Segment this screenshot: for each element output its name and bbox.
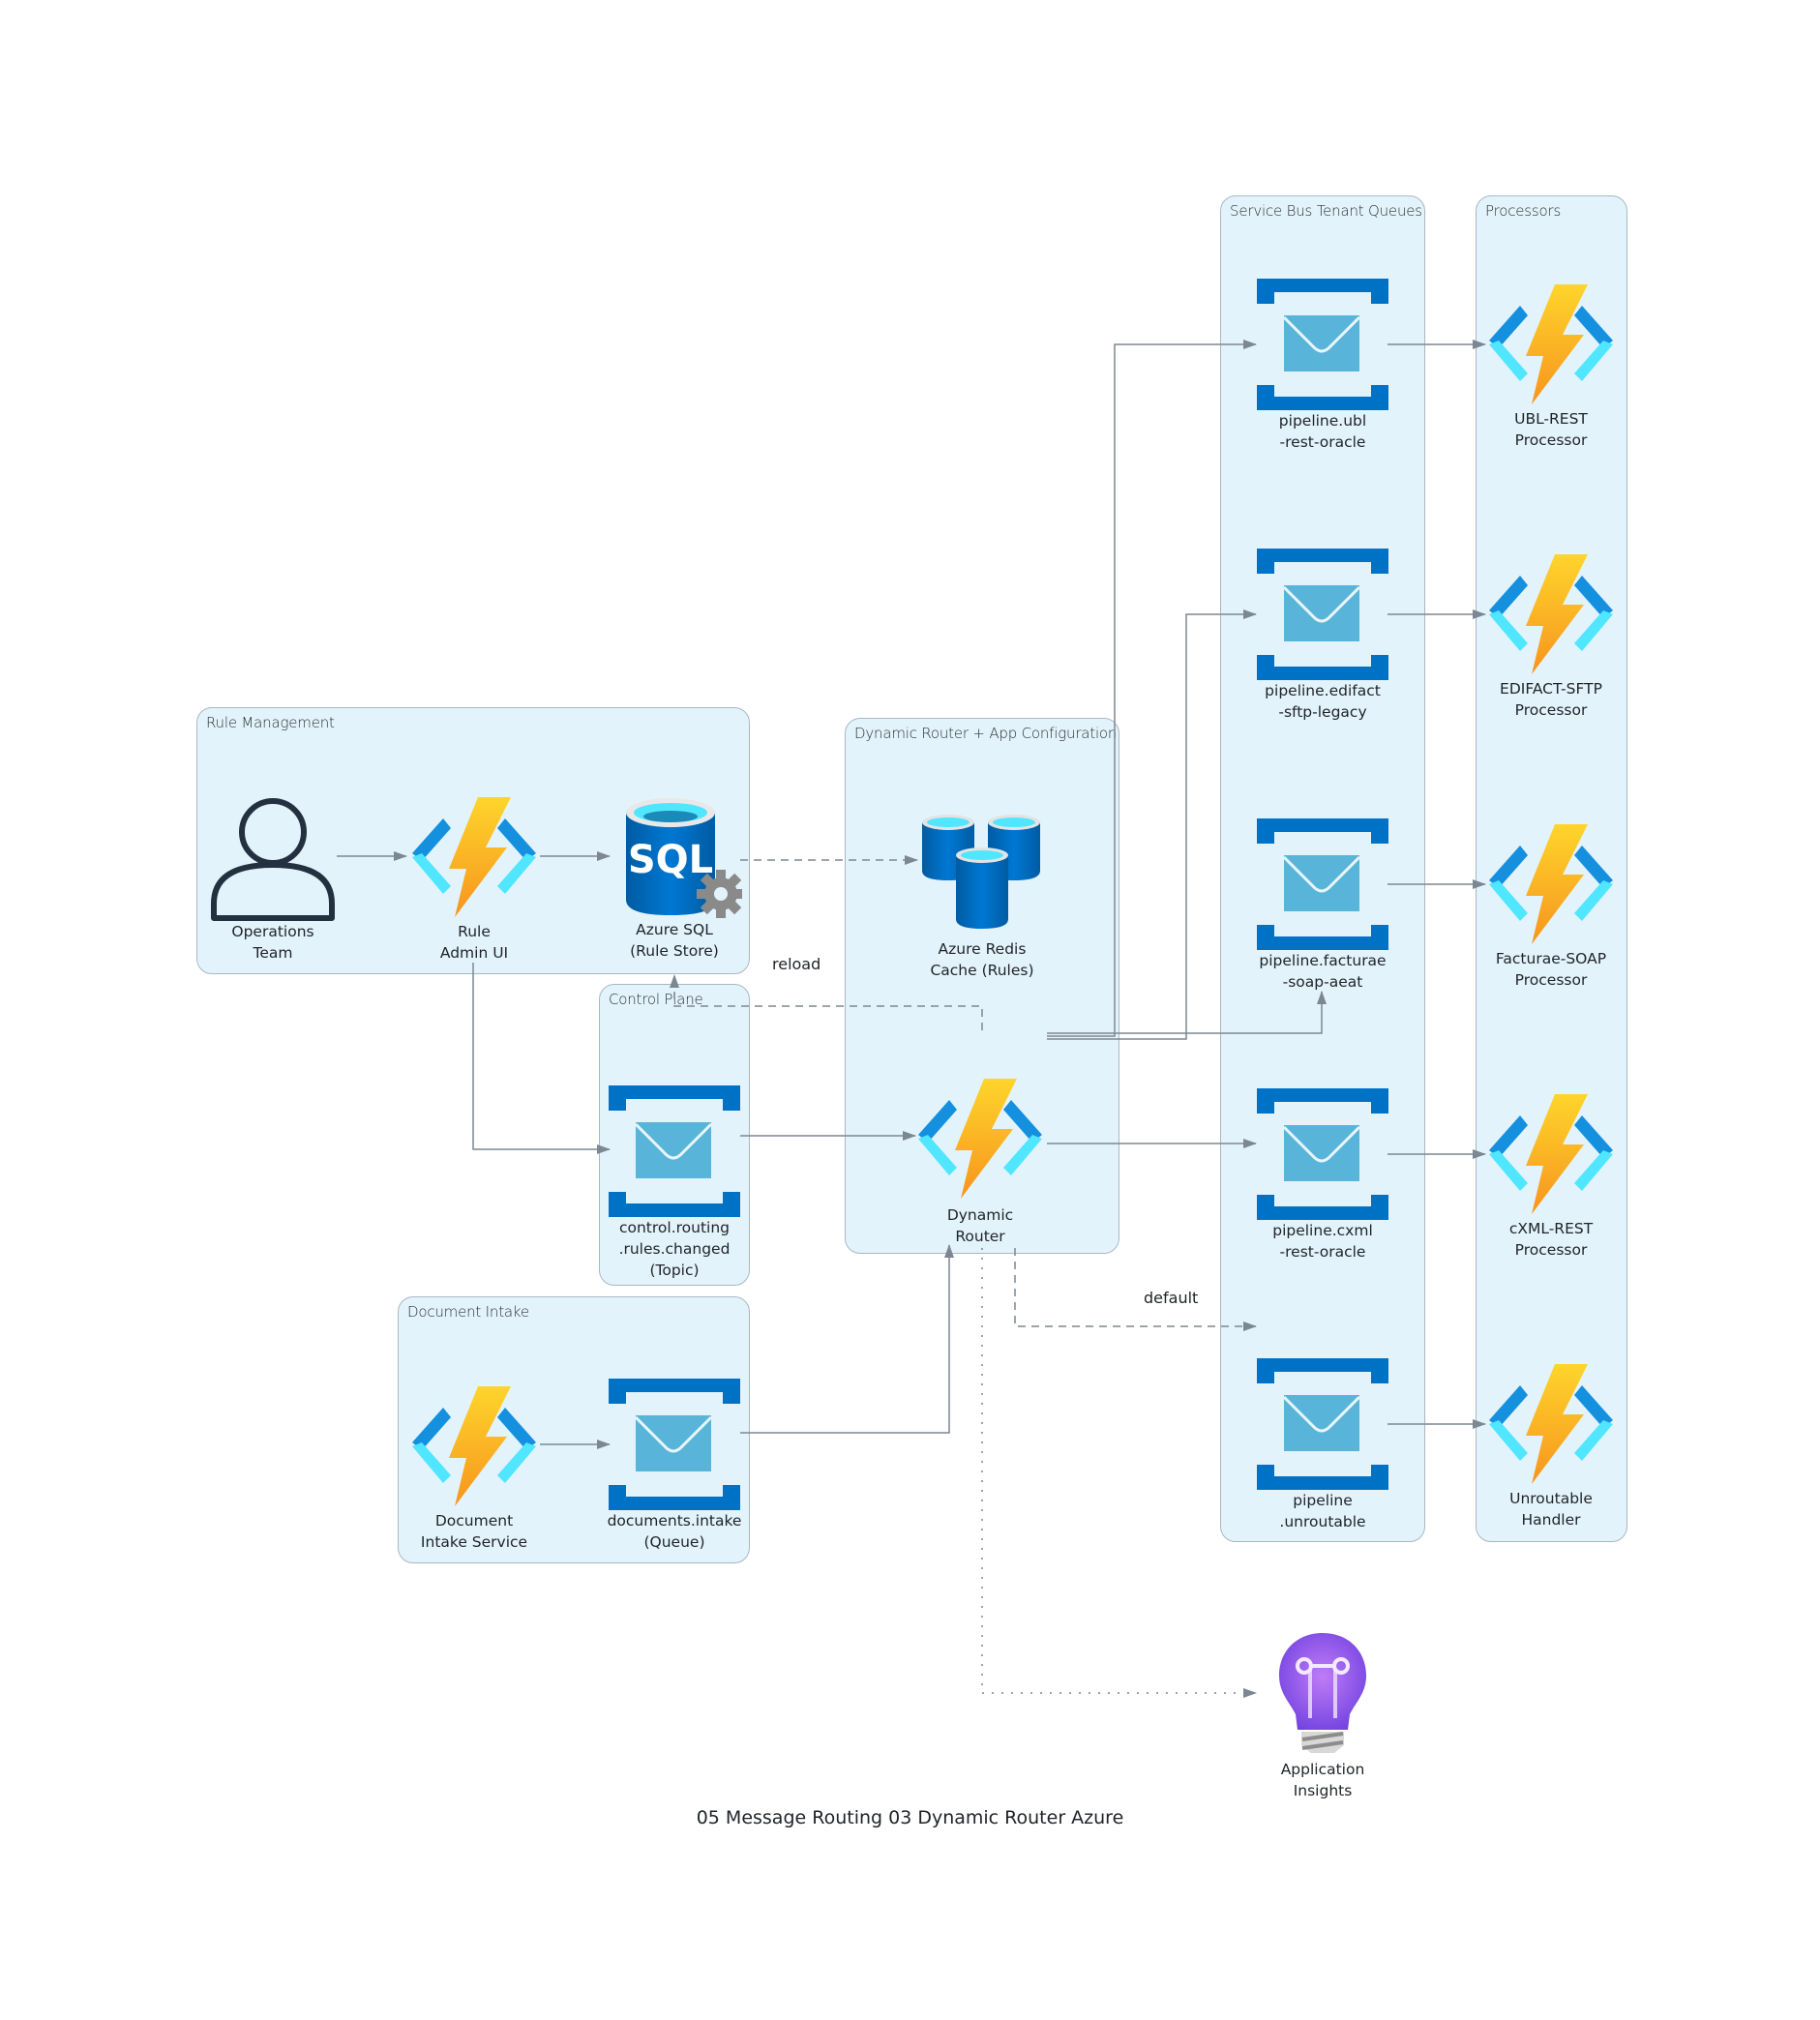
node-queue-ubl[interactable]: pipeline.ubl -rest-oracle	[1245, 279, 1400, 453]
node-processor-unroutable[interactable]: Unroutable Handler	[1474, 1364, 1628, 1530]
node-label: pipeline.cxml -rest-oracle	[1272, 1222, 1373, 1261]
node-operations-team[interactable]: Operations Team	[195, 797, 350, 964]
cluster-label: Document Intake	[407, 1303, 529, 1321]
node-processor-facturae[interactable]: Facturae-SOAP Processor	[1474, 824, 1628, 991]
node-label: control.routing .rules.changed (Topic)	[618, 1219, 731, 1279]
service-bus-icon	[1257, 549, 1388, 680]
node-label: Azure Redis Cache (Rules)	[930, 940, 1034, 979]
node-queue-facturae[interactable]: pipeline.facturae -soap-aeat	[1245, 818, 1400, 993]
node-queue-unroutable[interactable]: pipeline .unroutable	[1245, 1358, 1400, 1532]
node-queue-edifact[interactable]: pipeline.edifact -sftp-legacy	[1245, 549, 1400, 723]
edge-label-default: default	[1144, 1289, 1199, 1307]
edge-reload	[670, 974, 983, 1030]
edge-admin-to-topic	[472, 963, 611, 1154]
node-label: Facturae-SOAP Processor	[1495, 950, 1607, 989]
node-processor-cxml[interactable]: cXML-REST Processor	[1474, 1094, 1628, 1261]
azure-function-icon	[1483, 284, 1619, 404]
node-label: Application Insights	[1280, 1761, 1365, 1799]
node-label: pipeline.ubl -rest-oracle	[1278, 412, 1367, 451]
edge-label-reload: reload	[772, 955, 821, 973]
node-processor-edifact[interactable]: EDIFACT-SFTP Processor	[1474, 554, 1628, 721]
node-queue-cxml[interactable]: pipeline.cxml -rest-oracle	[1245, 1088, 1400, 1262]
edge-router-to-facturae	[1047, 991, 1327, 1034]
node-dynamic-router[interactable]: Dynamic Router	[903, 1079, 1058, 1247]
service-bus-icon	[1257, 818, 1388, 950]
node-label: Document Intake Service	[420, 1512, 528, 1551]
edge-queue-to-router	[740, 1244, 954, 1434]
azure-function-icon	[1483, 1094, 1619, 1214]
cluster-label: Processors	[1485, 202, 1562, 220]
node-label: UBL-REST Processor	[1514, 410, 1588, 449]
edge-router-to-ubl	[1047, 340, 1257, 1037]
node-label: pipeline.facturae -soap-aeat	[1259, 952, 1387, 991]
node-redis-cache[interactable]: Azure Redis Cache (Rules)	[905, 813, 1059, 981]
app-insights-icon	[1279, 1633, 1366, 1753]
azure-function-icon	[1483, 554, 1619, 674]
azure-function-icon	[1483, 1364, 1619, 1484]
node-label: pipeline.edifact -sftp-legacy	[1265, 682, 1381, 721]
node-azure-sql[interactable]: SQL Azure SQL (Rule Store)	[597, 795, 752, 962]
user-icon	[211, 798, 335, 921]
service-bus-icon	[1257, 1088, 1388, 1220]
cluster-label: Dynamic Router + App Configuration	[854, 725, 1118, 742]
node-label: Rule Admin UI	[439, 923, 509, 962]
azure-function-icon	[912, 1079, 1048, 1199]
edge-router-to-insights	[981, 1248, 1257, 1698]
azure-function-icon	[1483, 824, 1619, 944]
node-label: Azure SQL (Rule Store)	[630, 921, 719, 960]
service-bus-icon	[1257, 1358, 1388, 1490]
node-label: pipeline .unroutable	[1279, 1492, 1366, 1530]
node-label: Operations Team	[231, 923, 314, 962]
node-label: cXML-REST Processor	[1508, 1220, 1594, 1259]
node-label: Dynamic Router	[946, 1206, 1014, 1245]
edge-router-default	[1014, 1248, 1257, 1331]
azure-function-icon	[406, 797, 542, 917]
node-label: Unroutable Handler	[1509, 1490, 1593, 1529]
redis-cache-icon	[922, 815, 1040, 929]
cluster-label: Service Bus Tenant Queues	[1230, 202, 1422, 220]
azure-sql-icon: SQL	[626, 798, 742, 918]
node-rule-admin-ui[interactable]: Rule Admin UI	[397, 797, 552, 964]
node-doc-intake-service[interactable]: Document Intake Service	[397, 1386, 552, 1553]
cluster-label: Rule Management	[206, 714, 335, 731]
cluster-label: Control Plane	[609, 991, 703, 1008]
service-bus-icon	[609, 1379, 740, 1510]
node-label: documents.intake (Queue)	[607, 1512, 742, 1551]
edge-router-to-edifact	[1047, 609, 1257, 1040]
svg-text:SQL: SQL	[628, 838, 713, 882]
service-bus-icon	[609, 1085, 740, 1217]
azure-function-icon	[406, 1386, 542, 1506]
node-app-insights[interactable]: Application Insights	[1245, 1631, 1400, 1801]
node-processor-ubl[interactable]: UBL-REST Processor	[1474, 284, 1628, 451]
service-bus-icon	[1257, 279, 1388, 410]
node-label: EDIFACT-SFTP Processor	[1500, 680, 1602, 719]
diagram-title: 05 Message Routing 03 Dynamic Router Azu…	[696, 1807, 1124, 1828]
node-documents-intake[interactable]: documents.intake (Queue)	[597, 1379, 752, 1553]
node-control-topic[interactable]: control.routing .rules.changed (Topic)	[597, 1085, 752, 1281]
